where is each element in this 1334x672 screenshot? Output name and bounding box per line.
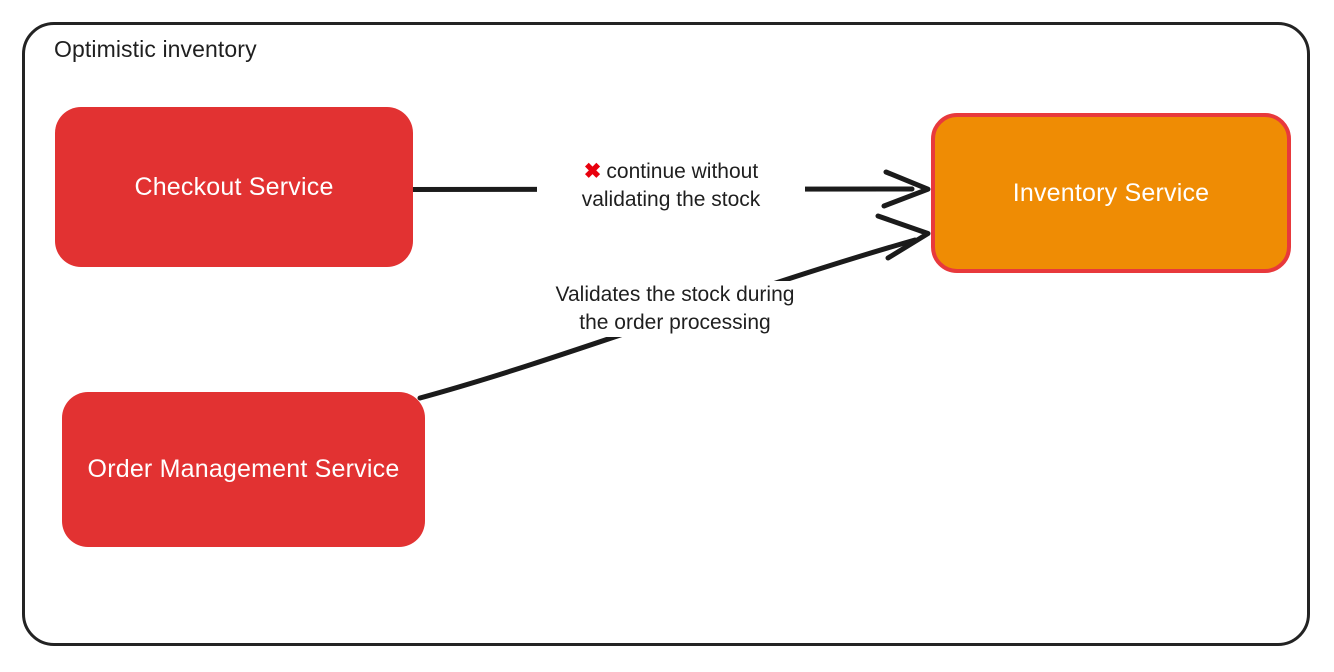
group-title: Optimistic inventory [54, 36, 257, 62]
edge-label-checkout-text-1: continue without [606, 160, 759, 183]
service-node-checkout[interactable]: Checkout Service [55, 107, 413, 267]
edge-label-line-1: ✖continue without [537, 158, 805, 186]
group-container-optimistic-inventory [22, 22, 1310, 646]
service-node-order-management-label: Order Management Service [87, 455, 400, 483]
edge-label-checkout-to-inventory: ✖continue without validating the stock [537, 158, 805, 214]
service-node-order-management[interactable]: Order Management Service [62, 392, 425, 547]
service-node-inventory[interactable]: Inventory Service [931, 113, 1291, 273]
service-node-inventory-label: Inventory Service [1012, 178, 1210, 207]
edge-label-orders-text-2: the order processing [579, 310, 771, 334]
edge-label-orders-text-1: Validates the stock during [555, 283, 795, 306]
edge-label-checkout-text-2: validating the stock [581, 187, 761, 211]
edge-label-orders-to-inventory: Validates the stock during the order pro… [505, 281, 845, 337]
cross-mark-icon: ✖ [583, 160, 602, 183]
service-node-checkout-label: Checkout Service [134, 172, 334, 201]
